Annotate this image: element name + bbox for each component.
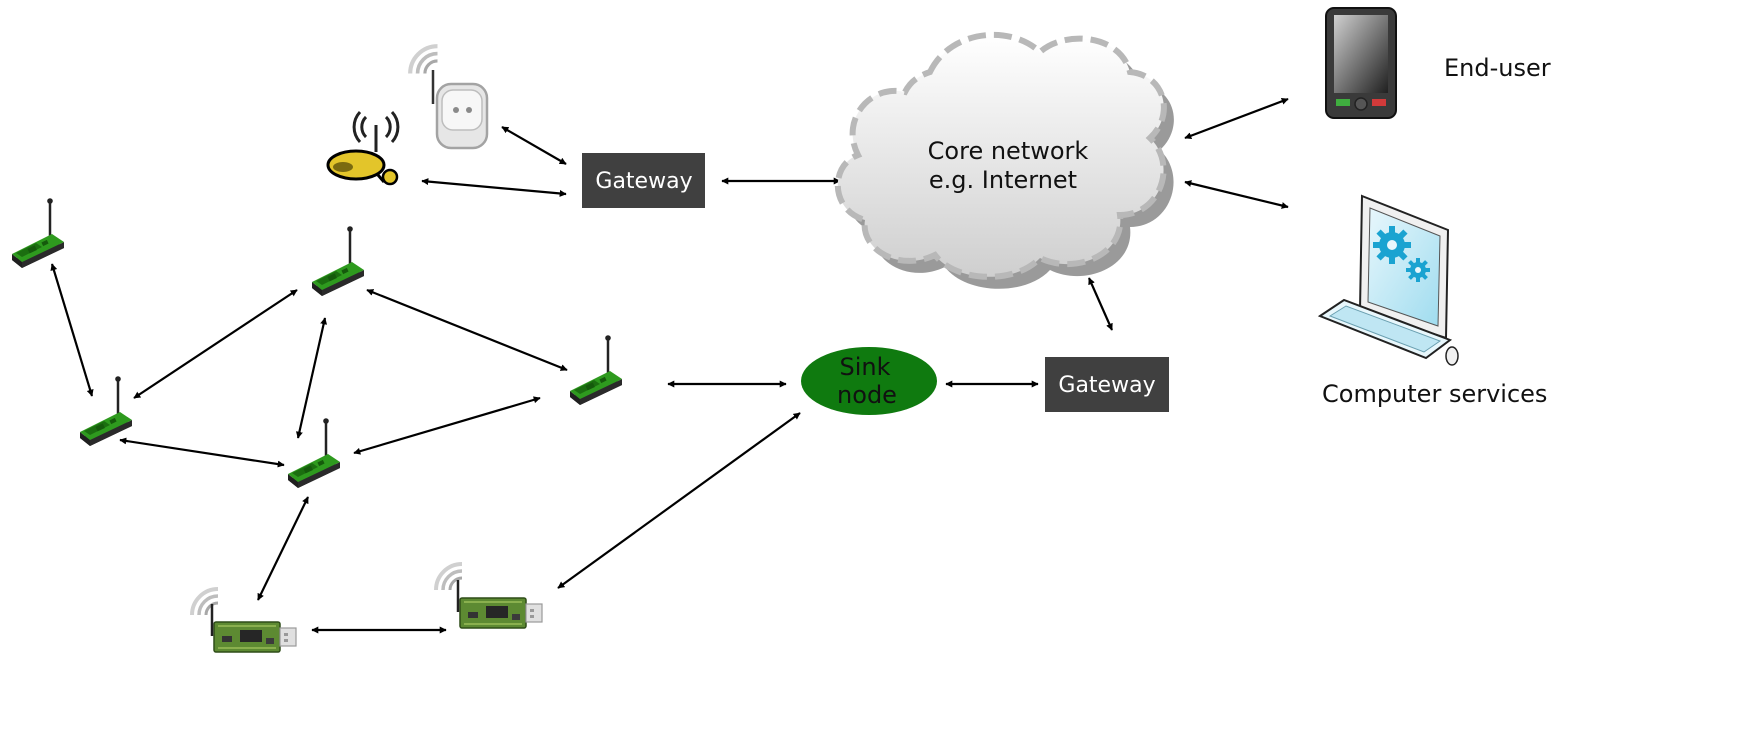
usb-node-1-waves-icon — [190, 587, 220, 617]
computer-services-label: Computer services — [1322, 380, 1547, 408]
link-m2-m4 — [295, 317, 328, 439]
link-plug-gateway — [501, 126, 567, 165]
gear-icon — [1373, 226, 1430, 282]
sink-node: Sink node — [801, 347, 937, 415]
sensor-mote-1 — [10, 196, 66, 270]
link-camera-gateway — [421, 178, 567, 197]
end-user-label: End-user — [1444, 54, 1551, 82]
core-network-cloud: Core network e.g. Internet — [834, 31, 1174, 289]
links — [50, 97, 1289, 634]
link-m2-m5 — [366, 288, 568, 372]
usb-node-2 — [434, 562, 544, 630]
link-core-enduser — [1184, 97, 1289, 140]
plug-waves-icon — [410, 46, 437, 73]
sink-node-label-2: node — [837, 381, 897, 409]
gateway-top-box — [582, 153, 705, 208]
gateway-top-label: Gateway — [595, 169, 692, 194]
usb-node-2-icon — [456, 578, 544, 630]
link-m4-usb1 — [257, 496, 309, 601]
wireless-router — [326, 110, 400, 186]
usb-node-1 — [190, 587, 298, 654]
gateway-bottom-box — [1045, 357, 1169, 412]
sensor-mote-5 — [568, 333, 624, 407]
router-icon — [326, 149, 386, 181]
sensor-mote-4 — [286, 416, 342, 490]
link-m3-m2 — [133, 289, 298, 399]
cloud-shape — [834, 31, 1167, 280]
sink-node-label-1: Sink — [839, 353, 890, 381]
link-core-gateway2 — [1087, 277, 1114, 331]
sensor-mote-2 — [310, 224, 366, 298]
link-m3-m4 — [119, 437, 285, 468]
core-network-label-2: e.g. Internet — [929, 166, 1077, 194]
mouse-icon — [1445, 346, 1459, 366]
link-m1-m3 — [50, 263, 94, 397]
end-user-device: End-user — [1325, 7, 1551, 119]
link-m4-m5 — [353, 396, 541, 455]
smart-plug — [410, 46, 489, 150]
usb-node-1-icon — [210, 602, 298, 654]
sensor-mote-3 — [78, 374, 134, 448]
link-core-computer — [1184, 180, 1289, 209]
computer-services-device: Computer services — [1317, 194, 1547, 408]
gateway-bottom-label: Gateway — [1058, 373, 1155, 398]
gateway-top: Gateway — [582, 153, 705, 208]
core-network-label-1: Core network — [928, 137, 1089, 165]
link-usb-sink — [557, 412, 801, 589]
sink-node-ellipse — [801, 347, 937, 415]
gateway-bottom: Gateway — [1045, 357, 1169, 412]
